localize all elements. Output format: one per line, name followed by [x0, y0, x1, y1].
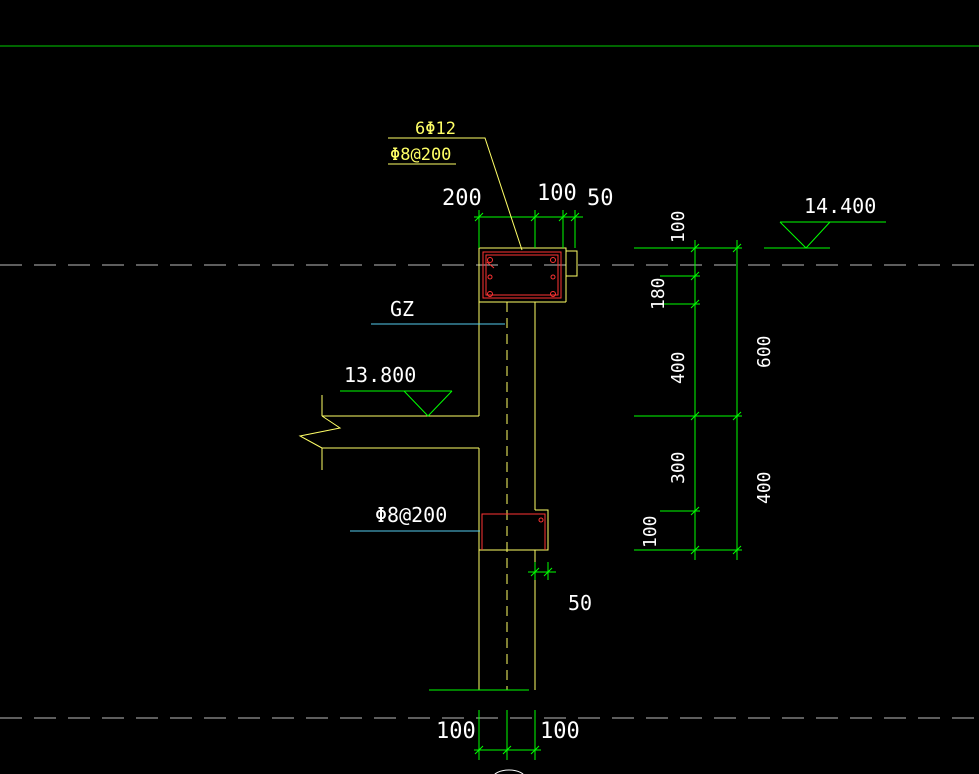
vdim-inner-1: 100 [668, 210, 689, 243]
leader-lines [350, 137, 523, 532]
dim-label-50-top: 50 [587, 186, 614, 211]
stirrup-label-bottom: Φ8@200 [375, 503, 447, 527]
vdim-outer-2: 400 [754, 471, 775, 504]
dim-label-100-top: 100 [537, 181, 577, 206]
dim-label-100-bottom-left: 100 [436, 719, 476, 744]
top-beam-rebar [482, 251, 562, 299]
rebar-main-label: 6Φ12 [415, 119, 456, 139]
elevation-label-slab: 13.800 [344, 363, 416, 387]
vdim-inner-4: 300 [668, 451, 689, 484]
dim-label-100-bottom-right: 100 [540, 719, 580, 744]
axis-bubble-partial [494, 769, 524, 774]
gz-label: GZ [390, 297, 414, 321]
elevation-label-top: 14.400 [804, 194, 876, 218]
dim-label-50-bottom: 50 [568, 591, 592, 615]
bottom-bump-rebar [481, 513, 546, 550]
bottom-dimension-lines [429, 562, 556, 760]
elevation-marker-slab [340, 390, 453, 417]
stirrup-label-top: Φ8@200 [390, 145, 451, 165]
elevation-marker-top [764, 221, 886, 249]
top-dimension-lines [474, 210, 583, 248]
vdim-inner-2: 180 [648, 277, 669, 310]
vertical-dimension-lines [634, 240, 742, 560]
vdim-outer-1: 600 [754, 335, 775, 368]
vdim-inner-3: 400 [668, 351, 689, 384]
wall-outline [298, 247, 578, 690]
dim-label-200-top: 200 [442, 186, 482, 211]
vdim-inner-5: 100 [640, 515, 661, 548]
